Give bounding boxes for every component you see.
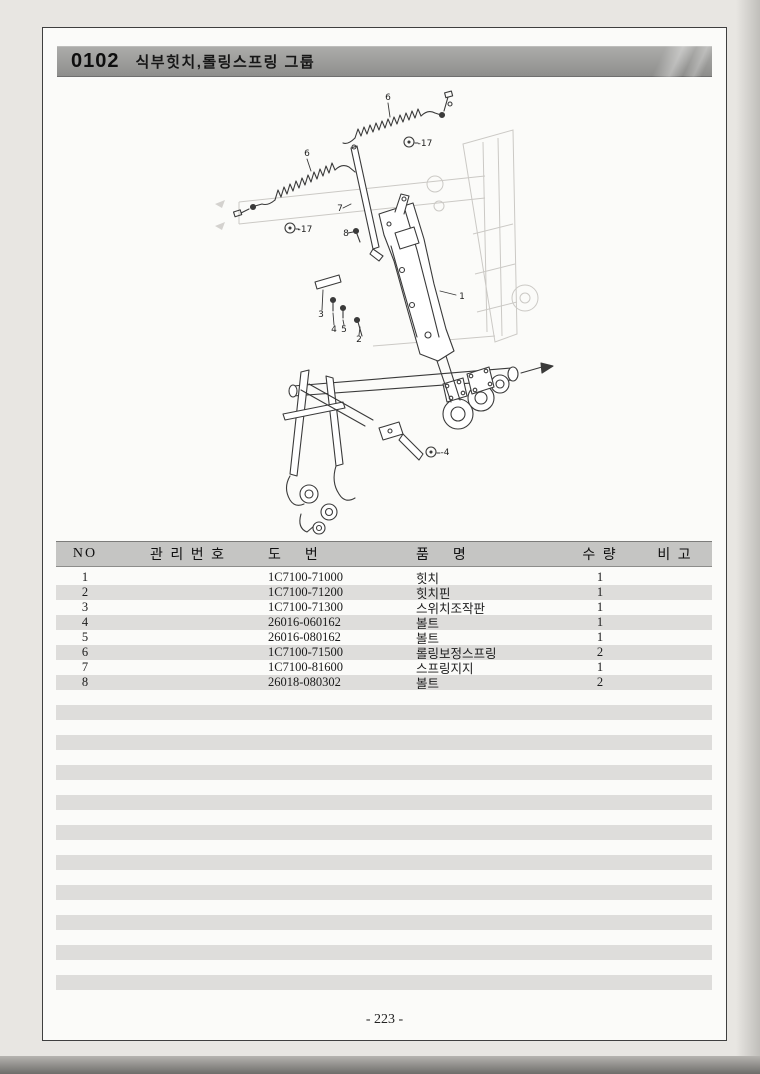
cell-no: 1 — [81, 570, 89, 584]
lower-linkage-assembly — [282, 355, 554, 535]
cell-qty: 1 — [596, 660, 604, 674]
parts-row: 7 1C7100-81600 스프링지지 1 — [56, 660, 712, 676]
cell-part-name: 볼트 — [416, 632, 440, 646]
empty-row — [56, 885, 712, 900]
fastener-marker-upper — [403, 136, 415, 148]
page-number: - 223 - — [365, 1012, 404, 1027]
cell-drawing-no: 1C7100-71300 — [268, 600, 343, 614]
diagram-callout: 1 — [459, 292, 465, 302]
parts-row: 4 26016-060162 볼트 1 — [56, 615, 712, 631]
diagram-callout: 4 — [331, 325, 337, 335]
parts-table-header: NO 관 리 번 호 도 번 품 명 수 량 비 고 — [56, 541, 712, 567]
callout-leader-lines — [295, 102, 457, 454]
empty-row — [56, 810, 712, 825]
scan-right-shadow — [736, 0, 760, 1074]
empty-row — [56, 735, 712, 750]
diagram-callout: 6 — [385, 93, 391, 103]
cell-no: 8 — [81, 675, 89, 689]
diagram-callout: -17 — [418, 139, 433, 149]
cell-qty: 1 — [596, 615, 604, 629]
header-mgmt-no: 관 리 번 호 — [149, 548, 227, 563]
scan-bottom-edge — [0, 1056, 760, 1074]
cell-no: 4 — [81, 615, 89, 629]
cell-part-name: 볼트 — [416, 677, 440, 691]
cell-no: 6 — [81, 645, 89, 659]
cell-qty: 2 — [596, 645, 604, 659]
diagram-callout: 5 — [341, 325, 347, 335]
diagram-callout: -4 — [441, 448, 450, 458]
spring-support-strut — [350, 144, 384, 262]
parts-row: 1 1C7100-71000 힛치 1 — [56, 570, 712, 586]
cell-part-name: 힛치핀 — [416, 587, 451, 601]
cell-qty: 1 — [596, 630, 604, 644]
empty-row — [56, 765, 712, 780]
empty-row — [56, 900, 712, 915]
cell-drawing-no: 1C7100-71000 — [268, 570, 343, 584]
cell-part-name: 힛치 — [416, 572, 440, 586]
section-code: 0102 — [71, 50, 120, 72]
parts-row: 6 1C7100-71500 롤링보정스프링 2 — [56, 645, 712, 661]
empty-row — [56, 705, 712, 720]
header-remark: 비 고 — [657, 548, 693, 563]
diagram-callout: 2 — [356, 335, 362, 345]
header-qty: 수 량 — [582, 548, 618, 563]
empty-row — [56, 780, 712, 795]
empty-row — [56, 825, 712, 840]
cell-no: 7 — [81, 660, 89, 674]
cell-no: 5 — [81, 630, 89, 644]
cell-qty: 1 — [596, 585, 604, 599]
cell-no: 3 — [81, 600, 89, 614]
diagram-callout: 8 — [343, 229, 349, 239]
parts-table: NO 관 리 번 호 도 번 품 명 수 량 비 고 1 1C7100-71000… — [56, 541, 712, 990]
cell-part-name: 스프링지지 — [416, 662, 474, 676]
cell-drawing-no: 26018-080302 — [268, 675, 341, 689]
empty-row — [56, 945, 712, 960]
parts-row: 5 26016-080162 볼트 1 — [56, 630, 712, 646]
cell-qty: 2 — [596, 675, 604, 689]
parts-row: 2 1C7100-71200 힛치핀 1 — [56, 585, 712, 601]
empty-row — [56, 975, 712, 990]
rolling-spring-upper — [342, 90, 454, 144]
empty-row — [56, 690, 712, 705]
diagram-callout: 6 — [304, 149, 310, 159]
empty-row — [56, 720, 712, 735]
header-no: NO — [72, 546, 98, 561]
header-name: 품 명 — [416, 548, 468, 563]
cell-drawing-no: 1C7100-71500 — [268, 645, 343, 659]
cell-qty: 1 — [596, 600, 604, 614]
parts-row: 3 1C7100-71300 스위치조작판 1 — [56, 600, 712, 616]
diagram-callout: 7 — [337, 204, 343, 214]
cell-part-name: 볼트 — [416, 617, 440, 631]
cell-drawing-no: 1C7100-81600 — [268, 660, 343, 674]
fastener-marker-lower — [284, 222, 296, 234]
section-title: 식부힛치,롤링스프링 그룹 — [135, 54, 316, 71]
empty-row — [56, 930, 712, 945]
diagram-callout: 3 — [318, 310, 324, 320]
parts-row: 8 26018-080302 볼트 2 — [56, 675, 712, 691]
rolling-spring-lower — [232, 162, 356, 218]
cell-drawing-no: 1C7100-71200 — [268, 585, 343, 599]
empty-row — [56, 795, 712, 810]
background-machine-outline — [215, 129, 539, 347]
cell-part-name: 스위치조작판 — [416, 602, 486, 616]
cell-qty: 1 — [596, 570, 604, 584]
cell-part-name: 롤링보정스프링 — [416, 647, 497, 661]
empty-row — [56, 840, 712, 855]
diagram-callout: -17 — [298, 225, 313, 235]
hitch-frame — [314, 193, 455, 362]
cell-no: 2 — [81, 585, 89, 599]
cell-drawing-no: 26016-060162 — [268, 615, 341, 629]
empty-row — [56, 870, 712, 885]
empty-row — [56, 855, 712, 870]
section-header-bar: 0102 식부힛치,롤링스프링 그룹 — [57, 46, 712, 77]
cell-drawing-no: 26016-080162 — [268, 630, 341, 644]
header-drawing: 도 번 — [268, 548, 320, 563]
empty-row — [56, 960, 712, 975]
scanned-catalog-page: 0102 식부힛치,롤링스프링 그룹 — [42, 27, 727, 1041]
empty-row — [56, 750, 712, 765]
empty-row — [56, 915, 712, 930]
